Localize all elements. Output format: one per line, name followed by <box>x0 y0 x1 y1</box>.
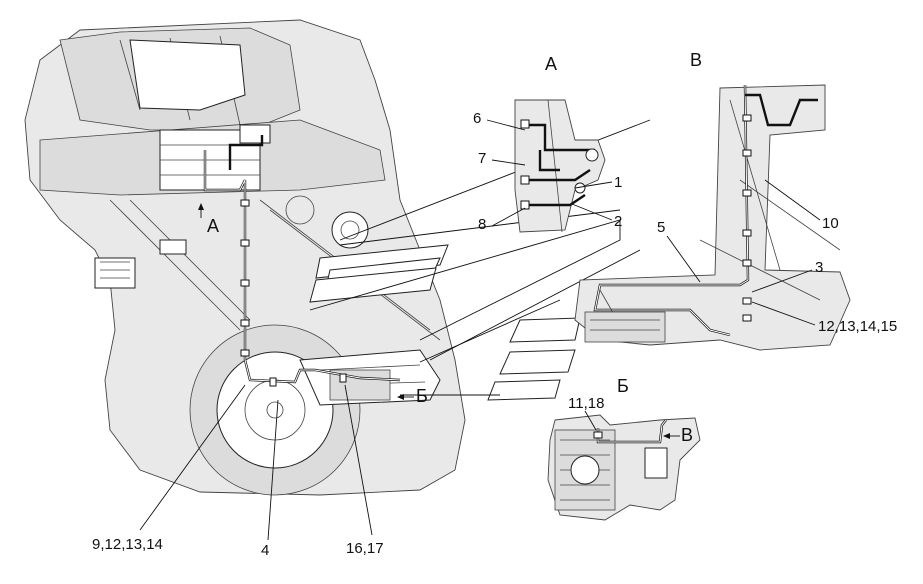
window-panel <box>129 39 246 111</box>
leader-5 <box>666 235 701 283</box>
callout-5: 5 <box>657 219 665 236</box>
leader-4 <box>267 399 279 541</box>
leader-3 <box>751 269 813 293</box>
bottom-callouts: 9,12,13,14 4 16,17 <box>92 384 384 559</box>
callout-16-17: 16,17 <box>346 540 384 557</box>
leader-1 <box>574 181 613 189</box>
hose-clips <box>240 199 347 387</box>
marker-a-arrowhead <box>198 203 204 210</box>
view-v-pump-block <box>584 311 666 343</box>
view-b-title: Б <box>617 376 629 396</box>
marker-b: Б <box>416 386 428 406</box>
view-a-fitting-1 <box>585 148 599 162</box>
callout-6: 6 <box>473 110 481 127</box>
panel-stripe-6 <box>487 379 561 401</box>
view-a-title: А <box>545 54 557 74</box>
filter-head <box>239 124 271 144</box>
view-a-hose-3 <box>525 194 586 207</box>
wheel-center <box>266 401 284 419</box>
view-a-rail <box>547 99 563 233</box>
view-a-hose-4 <box>538 150 560 172</box>
callout-3: 3 <box>815 259 823 276</box>
boss-circle <box>285 195 315 225</box>
leader-2 <box>571 203 613 221</box>
callout-9-14: 9,12,13,14 <box>92 536 163 553</box>
leader-7 <box>491 159 526 166</box>
side-device-lines <box>100 261 130 279</box>
wheel-rim <box>216 351 334 469</box>
small-bracket <box>159 239 187 255</box>
marker-b-arrowhead <box>397 394 404 400</box>
side-device <box>94 257 136 289</box>
callout-8: 8 <box>478 216 486 233</box>
view-v: В 5 10 3 12,13,14,15 <box>574 50 897 351</box>
view-v-structure <box>699 99 841 301</box>
view-a-hose-1 <box>525 123 595 152</box>
view-b: Б 11,18 В <box>547 376 701 521</box>
leader-12-15 <box>751 301 816 326</box>
marker-a: А <box>207 216 219 236</box>
filler-cap-inner <box>340 220 360 240</box>
callout-4: 4 <box>261 542 269 559</box>
marker-v-arrowhead <box>663 433 670 439</box>
panel-stripe-5 <box>499 349 576 375</box>
upper-hose <box>228 135 264 170</box>
panel-c-rays <box>400 299 561 396</box>
leader-11-18 <box>584 410 597 431</box>
leader-9 <box>139 384 246 531</box>
panel-stripe-3 <box>309 267 437 303</box>
leader-16-17 <box>344 384 373 536</box>
main-view: А Б <box>24 19 466 496</box>
leader-10 <box>764 179 821 221</box>
marker-v: В <box>681 425 693 445</box>
frame-rails <box>109 199 441 341</box>
view-b-gear <box>570 455 600 485</box>
callout-7: 7 <box>478 150 486 167</box>
view-v-pump-lines <box>590 319 660 331</box>
view-v-hose-top <box>745 93 818 127</box>
leader-6 <box>486 119 526 131</box>
callout-12-15: 12,13,14,15 <box>818 318 897 335</box>
callout-1: 1 <box>614 174 622 191</box>
filler-cap <box>331 211 369 249</box>
leader-8 <box>491 207 526 227</box>
panel-stripe-4 <box>509 317 581 343</box>
callout-panels <box>309 119 651 401</box>
callout-11-18: 11,18 <box>568 395 604 412</box>
callout-2: 2 <box>614 213 622 230</box>
view-b-valve <box>644 447 668 479</box>
view-a: А 6 7 1 8 2 <box>473 54 622 233</box>
view-v-body <box>574 84 851 351</box>
view-a-body <box>514 99 606 233</box>
view-v-clips <box>742 114 752 322</box>
view-v-title: В <box>690 50 702 70</box>
view-a-hose-2 <box>525 169 591 182</box>
callout-10: 10 <box>822 215 839 232</box>
